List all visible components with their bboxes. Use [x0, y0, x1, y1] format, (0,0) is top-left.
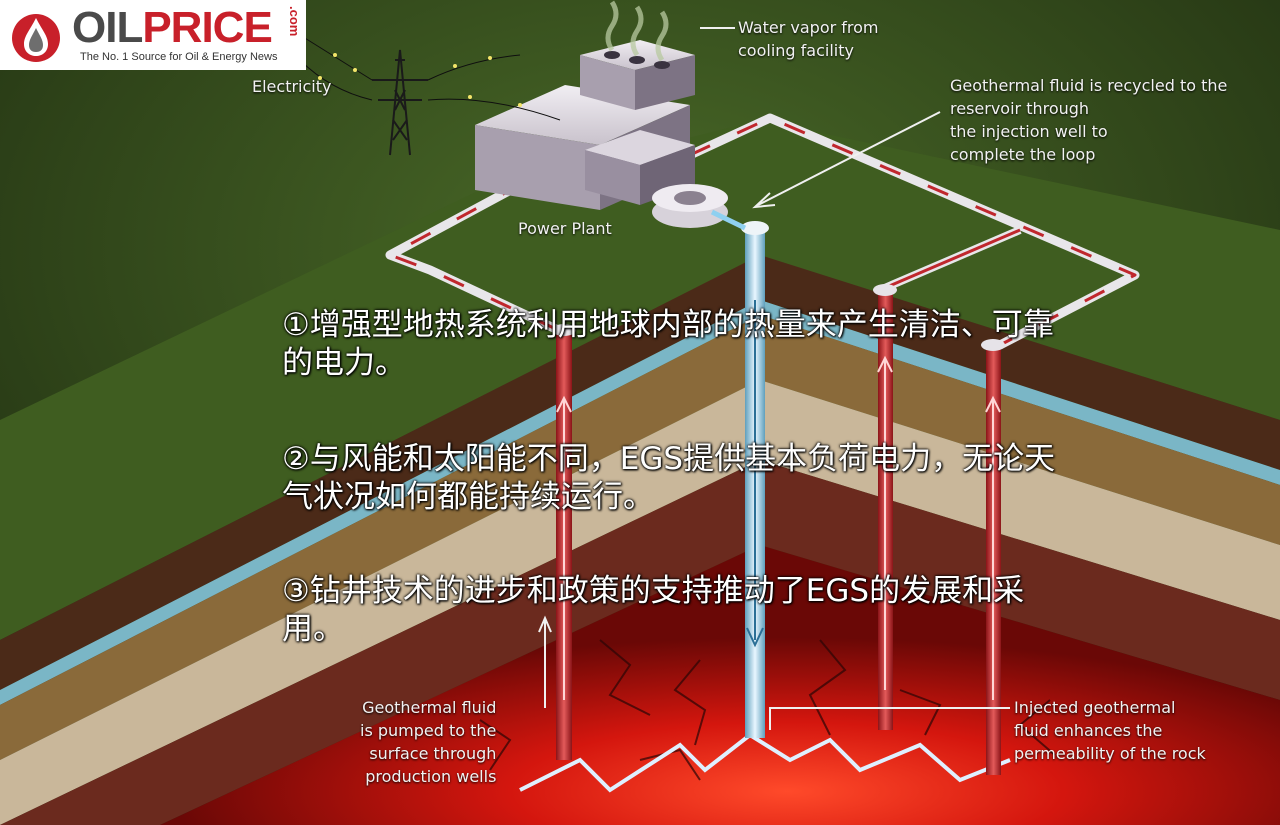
oil-drop-icon	[12, 14, 60, 62]
well-cap-mid	[873, 284, 897, 296]
transmission-tower	[372, 49, 428, 156]
injection-arrow	[746, 300, 764, 648]
heat-exchanger-unit	[652, 184, 747, 231]
surface-pipe-loop	[385, 113, 1140, 349]
leader-lines	[538, 27, 1010, 730]
label-recycle-loop: Geothermal fluid is recycled to the rese…	[950, 76, 1228, 164]
label-electricity: Electricity	[252, 77, 332, 96]
label-production-wells: Geothermal fluid is pumped to the surfac…	[360, 698, 497, 786]
stratum-sand	[0, 380, 1280, 825]
rock-fractures	[479, 639, 1056, 781]
logo-dot-com: .com	[287, 6, 302, 37]
overlay-point-1: ①增强型地热系统利用地球内部的热量来产生清洁、可靠的电力。	[282, 307, 1054, 381]
label-power-plant: Power Plant	[518, 219, 612, 238]
logo-word-oil: OIL	[72, 3, 143, 52]
well-cap-right	[981, 339, 1005, 351]
overlay-point-3: ③钻井技术的进步和政策的支持推动了EGS的发展和采用。	[282, 573, 1025, 647]
logo-word-price: PRICE	[142, 3, 272, 52]
overlay-point-2: ②与风能和太阳能不同，EGS提供基本负荷电力，无论天气状况如何都能持续运行。	[282, 441, 1056, 515]
oilprice-logo[interactable]: OILPRICE .com The No. 1 Source for Oil &…	[0, 0, 306, 70]
production-arrows	[556, 355, 1001, 700]
steam-plumes	[605, 0, 669, 62]
label-injected-fluid: Injected geothermal fluid enhances the p…	[1014, 698, 1206, 763]
logo-wordmark: OILPRICE	[72, 3, 273, 52]
injection-well-cap	[741, 221, 769, 235]
logo-tagline: The No. 1 Source for Oil & Energy News	[80, 51, 278, 63]
well-cap-left	[552, 324, 576, 336]
ground-surface	[0, 120, 1280, 640]
stratum-clay	[0, 315, 1280, 760]
fracture-zone	[519, 733, 1011, 793]
label-water-vapor: Water vapor from cooling facility	[738, 18, 879, 60]
stratum-topsoil	[0, 255, 1280, 690]
power-lines	[299, 34, 561, 121]
power-plant-building	[475, 40, 695, 210]
stratum-rock	[0, 460, 1280, 825]
power-line-lights	[318, 53, 522, 107]
